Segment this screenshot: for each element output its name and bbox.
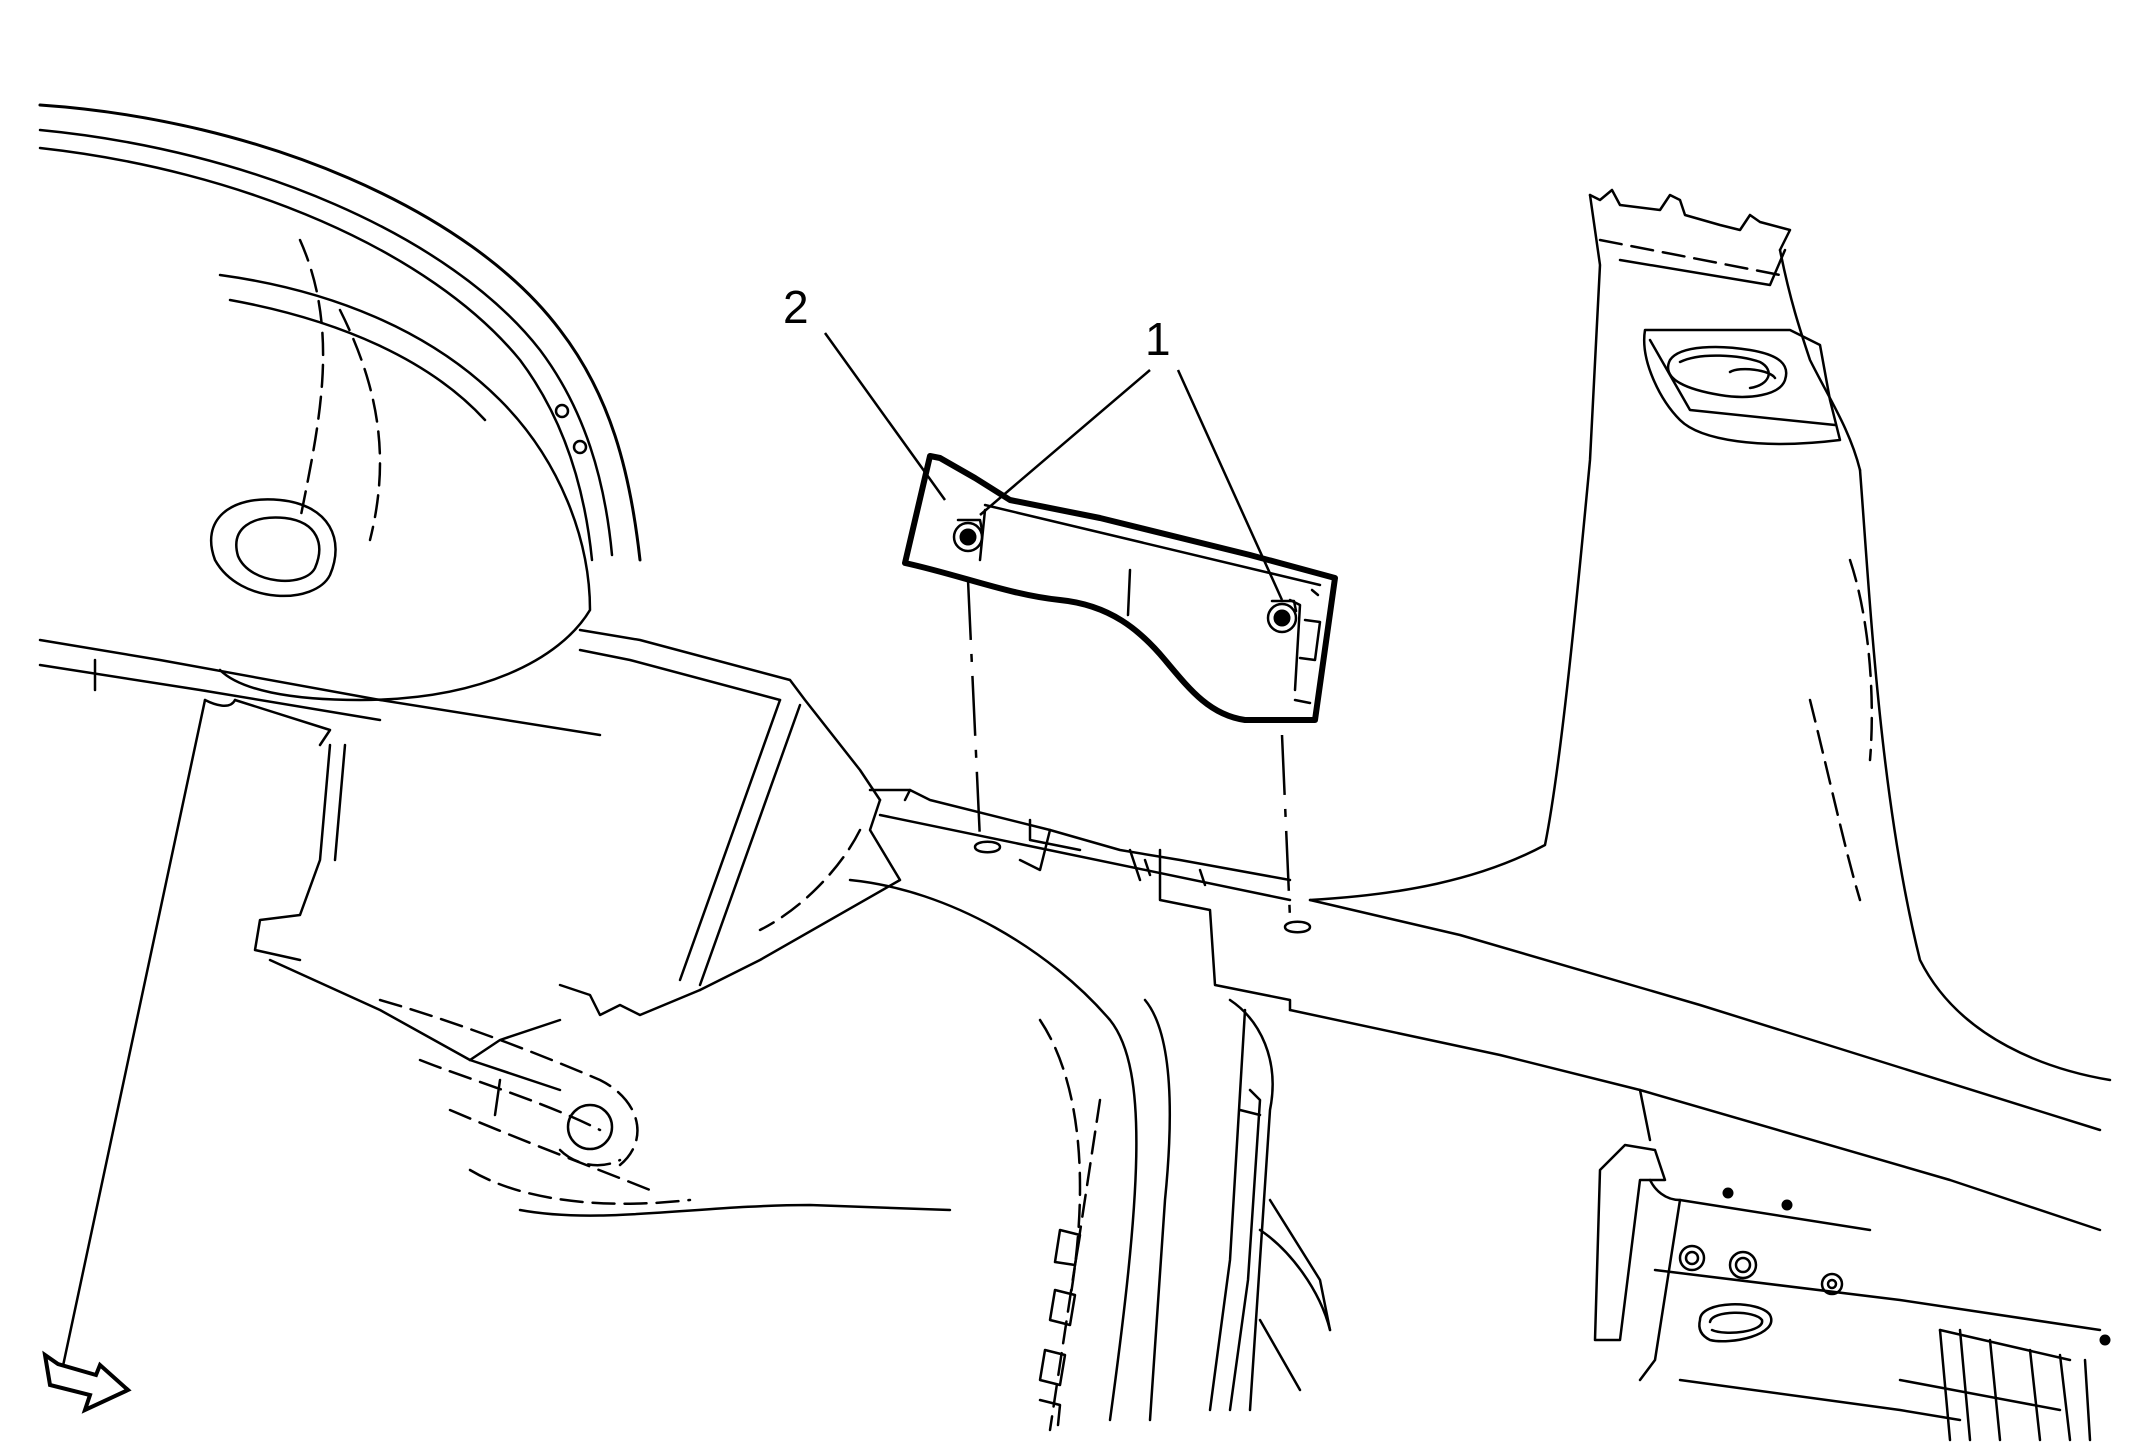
right-pillar-structure [1288,188,2112,1442]
push-pin-retainer-icon [952,518,984,553]
installation-guide-lines [966,579,1292,919]
callout-1-label: 1 [1145,313,1171,365]
left-wheelhouse-structure [38,103,642,1382]
front-direction-arrow-icon [42,1350,132,1414]
trim-panel [902,453,1338,723]
callout-2: 2 [783,281,947,501]
callout-1: 1 [979,313,1284,601]
center-floor-structure [253,628,1332,1432]
callout-2-label: 2 [783,281,809,333]
push-pin-retainer-icon [1266,599,1298,634]
